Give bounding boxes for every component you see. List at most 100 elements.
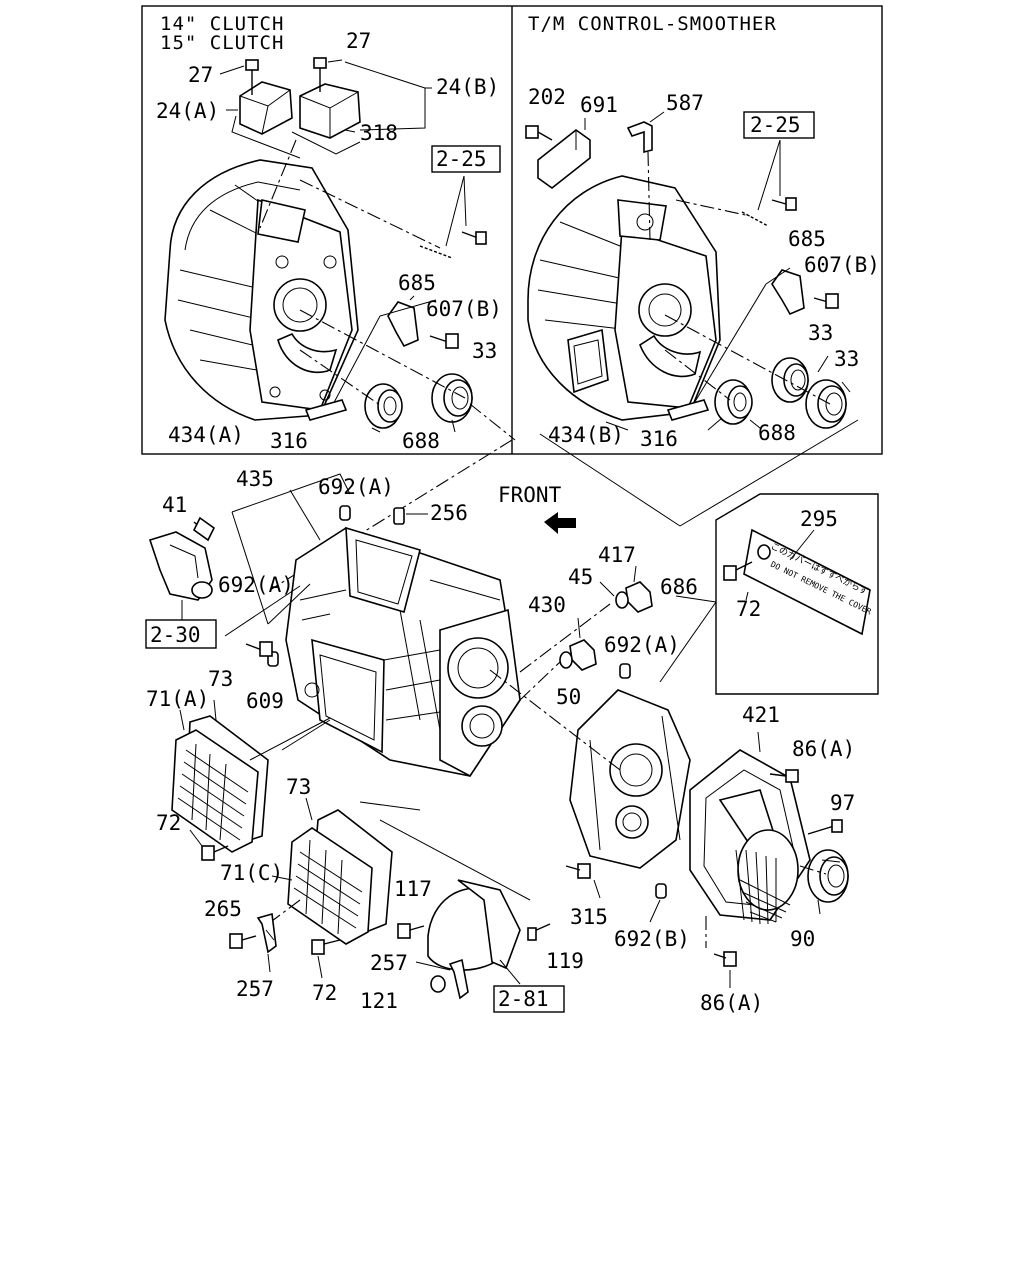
- bracket-685-left: [387, 301, 419, 348]
- washer-50: [559, 651, 573, 669]
- bolt-2-25-right: [741, 197, 797, 227]
- callout-33-left: 33: [472, 339, 497, 363]
- callout-435: 435: [236, 467, 274, 491]
- stud-97: [807, 819, 843, 835]
- callout-50: 50: [556, 685, 581, 709]
- callout-607b-right: 607(B): [804, 253, 880, 277]
- bolt-72-left: [201, 845, 229, 861]
- callout-41: 41: [162, 493, 187, 517]
- bolt-607b-right: [813, 293, 839, 309]
- callout-688-left: 688: [402, 429, 440, 453]
- clip-257-right: [448, 958, 469, 1000]
- cap-24b: [291, 83, 361, 155]
- bolt-86a-top: [769, 769, 799, 783]
- cover-2-81: [427, 879, 521, 971]
- seal-688-left: [364, 383, 403, 429]
- callout-73-upper: 73: [208, 667, 233, 691]
- callout-73-lower: 73: [286, 775, 311, 799]
- seal-90: [807, 849, 849, 903]
- callout-45: 45: [568, 565, 593, 589]
- callout-587: 587: [666, 91, 704, 115]
- stud-119: [527, 923, 551, 941]
- callout-417: 417: [598, 543, 636, 567]
- bolt-607b-left: [429, 333, 459, 349]
- plug-417: [625, 581, 653, 613]
- callout-24b: 24(B): [436, 75, 499, 99]
- callout-257-left: 257: [236, 977, 274, 1001]
- callout-27-right: 27: [346, 29, 371, 53]
- caution-detail-box: このカバーはずすべからず DO NOT REMOVE THE COVER: [715, 493, 879, 695]
- callout-2-30: 2-30: [150, 623, 201, 647]
- plate-316-left: [304, 399, 348, 421]
- callout-609: 609: [246, 689, 284, 713]
- callout-421: 421: [742, 703, 780, 727]
- callout-688-right: 688: [758, 421, 796, 445]
- callout-692a-left: 692(A): [218, 573, 294, 597]
- callout-117: 117: [394, 877, 432, 901]
- plug-430: [569, 639, 597, 671]
- callout-257-right: 257: [370, 951, 408, 975]
- callout-430: 430: [528, 593, 566, 617]
- callout-434a: 434(A): [168, 423, 244, 447]
- callout-86a-top: 86(A): [792, 737, 855, 761]
- callout-316-right: 316: [640, 427, 678, 451]
- callout-685-left: 685: [398, 271, 436, 295]
- callout-2-81: 2-81: [498, 987, 549, 1011]
- callout-318: 318: [360, 121, 398, 145]
- callout-315: 315: [570, 905, 608, 929]
- callout-72-caution: 72: [736, 597, 761, 621]
- callout-434b: 434(B): [548, 423, 624, 447]
- bolt-2-25-left: [419, 231, 487, 259]
- bracket-691: [537, 128, 591, 190]
- dowel-692a-top: [339, 505, 351, 521]
- top-panel-frame: [141, 5, 883, 455]
- clip-257-left: [256, 912, 277, 954]
- fitting-587: [626, 121, 653, 154]
- bolt-265: [229, 933, 257, 949]
- nut-121: [430, 975, 446, 993]
- callout-33-right-a: 33: [808, 321, 833, 345]
- cover-71c: [287, 827, 373, 945]
- callout-685-right: 685: [788, 227, 826, 251]
- callout-86a-bottom: 86(A): [700, 991, 763, 1015]
- plug-256: [393, 507, 405, 525]
- callout-121: 121: [360, 989, 398, 1013]
- plate-316-right: [666, 399, 710, 421]
- intermediate-plate-686: [569, 689, 691, 869]
- seal-688-right: [714, 379, 753, 425]
- clutch-housing-434b: [527, 175, 721, 421]
- callout-202: 202: [528, 85, 566, 109]
- clutch-housing-434a: [164, 159, 359, 421]
- bolt-609: [245, 641, 273, 657]
- callout-265: 265: [204, 897, 242, 921]
- callout-692b: 692(B): [614, 927, 690, 951]
- clutch-title-line1: 14" CLUTCH: [160, 13, 284, 35]
- bolt-86a-bottom: [713, 951, 737, 967]
- callout-686: 686: [660, 575, 698, 599]
- callout-295: 295: [800, 507, 838, 531]
- bolt-72-lower: [311, 939, 341, 955]
- callout-316-left: 316: [270, 429, 308, 453]
- callout-2-25-left: 2-25: [436, 147, 487, 171]
- callout-72-lower: 72: [312, 981, 337, 1005]
- sensor-2-30: [148, 531, 213, 601]
- front-label: FRONT: [498, 483, 562, 507]
- callout-97: 97: [830, 791, 855, 815]
- callout-labels: 27 27 24(B) 24(A) 318 2-25 685 607(B) 33…: [145, 29, 880, 1015]
- callout-72-left: 72: [156, 811, 181, 835]
- cover-71a: [171, 729, 259, 853]
- clutch-title-line2: 15" CLUTCH: [160, 32, 284, 54]
- transmission-case-435: [285, 526, 521, 778]
- bolt-27-right: [313, 57, 327, 92]
- seal-33-right-a: [771, 357, 809, 403]
- callout-71a: 71(A): [146, 687, 209, 711]
- callout-24a: 24(A): [156, 99, 219, 123]
- callout-692a-top: 692(A): [318, 475, 394, 499]
- bolt-41: [192, 516, 216, 542]
- callout-692a-right: 692(A): [604, 633, 680, 657]
- smoother-title: T/M CONTROL-SMOOTHER: [528, 13, 777, 35]
- callout-27-left: 27: [188, 63, 213, 87]
- callout-607b-left: 607(B): [426, 297, 502, 321]
- bolt-27-left: [245, 59, 259, 95]
